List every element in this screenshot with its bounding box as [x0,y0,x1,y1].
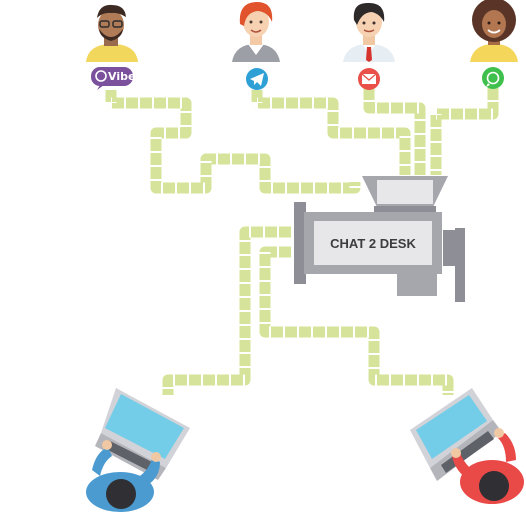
chat2desk-machine: CHAT 2 DESK [294,176,465,302]
viber-badge-text: Viber [108,70,141,83]
avatar-head [98,10,124,40]
telegram-badge [246,68,268,90]
customer-viber [86,4,138,62]
machine-flange-right [455,228,465,302]
telegram-icon [250,73,264,86]
person-right [451,428,524,504]
pipe-telegram [251,88,411,175]
whatsapp-badge [482,67,504,89]
avatar-body [86,44,138,62]
customer-telegram [232,2,280,62]
pipes [105,86,499,395]
person-left [86,440,161,512]
operator-right [410,388,524,504]
pipe-viber [105,88,361,194]
envelope-icon [361,73,377,84]
avatar-head [243,7,269,37]
machine-flange-left [294,202,306,284]
machine-label: CHAT 2 DESK [330,236,416,251]
customer-email [343,2,395,62]
avatar-head [482,10,506,38]
viber-icon [95,70,107,82]
pipe-whatsapp [430,86,499,175]
operator-left [86,388,190,512]
viber-badge: Viber [91,67,141,90]
pipe-email [363,86,426,175]
avatar-body [470,44,518,62]
customer-whatsapp [470,0,518,62]
laptop-left [95,388,190,480]
email-badge [358,68,380,90]
whatsapp-icon [486,71,500,87]
